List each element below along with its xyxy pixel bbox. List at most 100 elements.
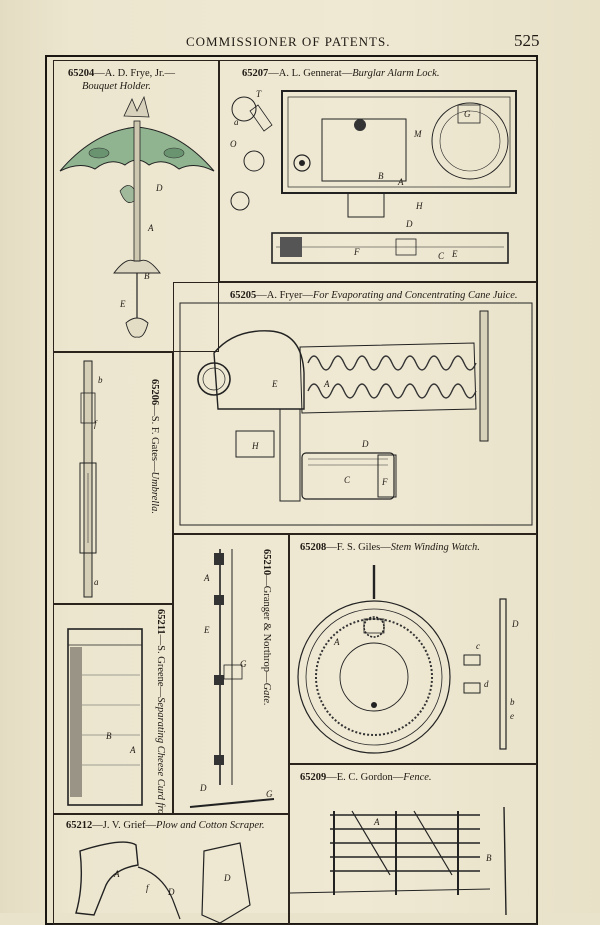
fig-letter: F — [381, 477, 388, 487]
fig-letter: c — [476, 641, 480, 651]
patent-title: Plow and Cotton Scraper. — [156, 820, 265, 831]
fig-letter: E — [203, 625, 210, 635]
fig-letter: D — [223, 873, 231, 883]
fig-letter: D — [167, 887, 175, 897]
caption-sep: — — [326, 542, 337, 553]
caption-sep: — — [94, 68, 105, 79]
running-head: COMMISSIONER OF PATENTS. — [186, 34, 391, 49]
fig-letter: B — [486, 853, 492, 863]
caption-65208: 65208—F. S. Giles—Stem Winding Watch. — [300, 542, 480, 554]
inventor-name: S. Greene— — [155, 645, 166, 698]
patent-title: Fence. — [403, 772, 432, 783]
fig-letter: O — [230, 139, 237, 149]
fig-letter: G — [464, 109, 471, 119]
fig-letter: f — [94, 419, 98, 429]
caption-65210: 65210—Granger & Northrop—Gate. — [260, 549, 272, 706]
patent-title: Separating Cheese Curd from Whey. — [155, 697, 166, 814]
patent-number: 65207 — [242, 68, 269, 79]
panel-65205: 65205—A. Fryer—For Evaporating and Conce… — [173, 282, 537, 534]
fig-letter: A — [113, 869, 120, 879]
fig-letter: D — [511, 619, 519, 629]
patent-number: 65205 — [230, 290, 257, 301]
fig-letter: T — [256, 89, 262, 99]
panel-65211: 65211—S. Greene—Separating Cheese Curd f… — [53, 604, 173, 814]
fig-letter: A — [373, 817, 380, 827]
fig-letter: B — [106, 731, 112, 741]
caption-65205: 65205—A. Fryer—For Evaporating and Conce… — [230, 290, 518, 302]
fig-letter: d — [484, 679, 489, 689]
patent-title: Gate. — [261, 682, 272, 706]
patent-number: 65210 — [261, 549, 272, 576]
gate-drawing: A E G D G — [189, 549, 275, 808]
caption-sep: — — [326, 772, 337, 783]
fig-letter: A — [397, 177, 404, 187]
fig-letter: f — [146, 883, 150, 893]
caption-sep: — — [149, 405, 160, 416]
patent-title: Bouquet Holder. — [82, 81, 151, 92]
fence-drawing: A B — [290, 806, 507, 916]
caption-65209: 65209—E. C. Gordon—Fence. — [300, 772, 432, 784]
inventor-name: F. S. Giles— — [336, 542, 391, 553]
patent-number: 65212 — [66, 820, 93, 831]
patent-title: Stem Winding Watch. — [390, 542, 480, 553]
fig-letter: D — [361, 439, 369, 449]
caption-sep: — — [268, 68, 279, 79]
fig-letter: G — [266, 789, 273, 799]
caption-65204-title: Bouquet Holder. — [82, 81, 151, 93]
fig-letter: D — [199, 783, 207, 793]
fig-letter: a — [234, 117, 239, 127]
fig-letter: F — [353, 247, 360, 257]
caption-65211: 65211—S. Greene—Separating Cheese Curd f… — [154, 609, 166, 814]
inventor-name: E. C. Gordon— — [336, 772, 404, 783]
caption-65212: 65212—J. V. Grief—Plow and Cotton Scrape… — [66, 820, 265, 832]
fig-letter: E — [119, 299, 126, 309]
patent-number: 65204 — [68, 68, 95, 79]
fig-letter: b — [98, 375, 103, 385]
fig-letter: H — [415, 201, 423, 211]
panel-65207: 65207—A. L. Gennerat—Burglar Alarm Lock. — [219, 60, 537, 282]
fig-letter: A — [147, 223, 154, 233]
patent-number: 65208 — [300, 542, 327, 553]
alarm-lock-drawing: T G a O M H B A D C E F — [230, 89, 517, 264]
fig-letter: A — [129, 745, 136, 755]
fig-letter: E — [451, 249, 458, 259]
caption-65207: 65207—A. L. Gennerat—Burglar Alarm Lock. — [242, 68, 439, 80]
panel-65210: 65210—Granger & Northrop—Gate. A E G D G — [173, 534, 289, 814]
inventor-name: A. L. Gennerat— — [278, 68, 353, 79]
fig-letter: A — [323, 379, 330, 389]
fig-letter: e — [510, 711, 514, 721]
inventor-name: Granger & Northrop— — [261, 585, 272, 683]
caption-65204: 65204—A. D. Frye, Jr.— — [68, 68, 175, 80]
caption-65206: 65206—S. F. Gates—Umbrella. — [148, 379, 160, 514]
patent-number: 65211 — [155, 609, 166, 635]
fig-letter: B — [378, 171, 384, 181]
fig-letter: a — [94, 577, 99, 587]
caption-sep: — — [92, 820, 103, 831]
inventor-name: S. F. Gates— — [149, 415, 160, 472]
fig-letter: G — [240, 659, 247, 669]
fig-letter: A — [203, 573, 210, 583]
fig-letter: E — [271, 379, 278, 389]
panel-65209: 65209—E. C. Gordon—Fence. A B — [289, 764, 537, 925]
patent-title: For Evaporating and Concentrating Cane J… — [312, 290, 518, 301]
panel-65212: 65212—J. V. Grief—Plow and Cotton Scrape… — [53, 814, 289, 925]
plow-drawing: A f D D — [75, 841, 251, 924]
evaporator-drawing: E A H D C F — [179, 302, 533, 526]
caption-sep: — — [155, 634, 166, 646]
cheese-separator-drawing: B A — [67, 628, 143, 806]
patent-number: 65206 — [149, 379, 160, 406]
patent-title: Burglar Alarm Lock. — [352, 68, 440, 79]
page-number: 525 — [514, 31, 540, 50]
patent-title: Umbrella. — [149, 471, 160, 514]
plate-frame: 65204—A. D. Frye, Jr.— Bouquet Holder. D… — [45, 55, 538, 925]
inventor-name: A. Fryer— — [266, 290, 313, 301]
fig-letter: D — [155, 183, 163, 193]
caption-sep: — — [261, 575, 272, 586]
panel-65204: 65204—A. D. Frye, Jr.— Bouquet Holder. D… — [53, 60, 219, 352]
inventor-name: A. D. Frye, Jr.— — [104, 68, 176, 79]
panel-65208: 65208—F. S. Giles—Stem Winding Watch. A … — [289, 534, 537, 764]
page-header: COMMISSIONER OF PATENTS. 525 — [0, 31, 600, 54]
fig-letter: M — [413, 129, 422, 139]
watch-drawing: A D c d b e — [297, 565, 519, 754]
